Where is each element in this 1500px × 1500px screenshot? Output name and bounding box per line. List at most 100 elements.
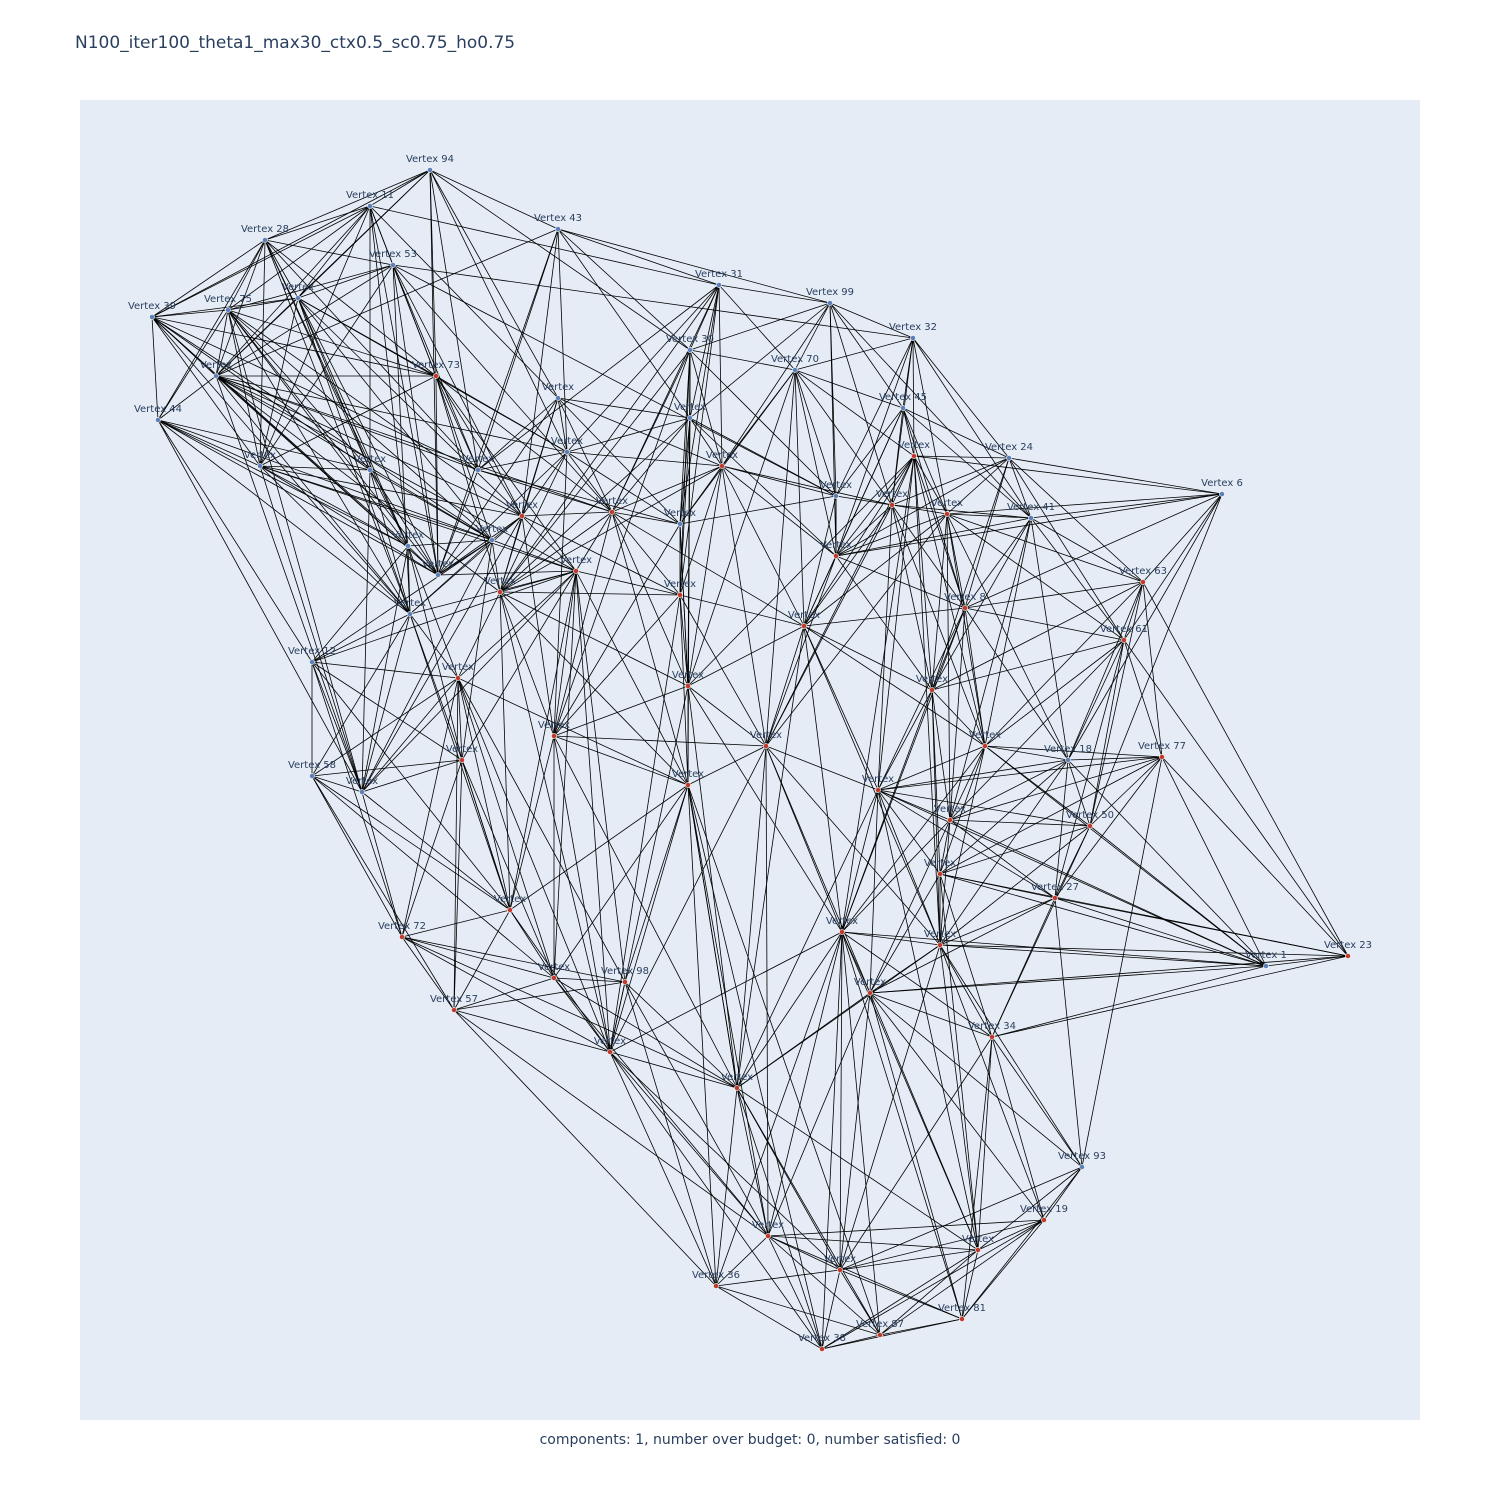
node-vS[interactable]: [685, 683, 691, 689]
node-v53[interactable]: [390, 262, 396, 268]
node-v58[interactable]: [309, 773, 315, 779]
node-vI[interactable]: [519, 513, 525, 519]
node-vK[interactable]: [719, 463, 725, 469]
edge-v99-vN: [829, 302, 837, 557]
node-v93[interactable]: [1079, 1164, 1085, 1170]
node-v38[interactable]: [819, 1346, 825, 1352]
node-vAS[interactable]: [765, 1233, 771, 1239]
node-v24[interactable]: [1006, 455, 1012, 461]
node-v28[interactable]: [262, 237, 268, 243]
node-vAC[interactable]: [937, 942, 943, 948]
node-label-vN: Vertex: [820, 540, 852, 551]
node-v8[interactable]: [962, 605, 968, 611]
node-v61[interactable]: [1121, 637, 1127, 643]
node-vAN[interactable]: [677, 521, 683, 527]
node-v99[interactable]: [827, 300, 833, 306]
node-vG[interactable]: [564, 449, 570, 455]
node-vZ[interactable]: [839, 929, 845, 935]
node-vN[interactable]: [833, 553, 839, 559]
edge-v50-vY: [877, 789, 1091, 827]
node-vL[interactable]: [677, 592, 683, 598]
node-vAI[interactable]: [475, 467, 481, 473]
node-v43[interactable]: [555, 226, 561, 232]
node-vP[interactable]: [944, 511, 950, 517]
node-vR[interactable]: [551, 733, 557, 739]
node-v36[interactable]: [713, 1283, 719, 1289]
node-vAR[interactable]: [685, 782, 691, 788]
node-v45[interactable]: [900, 405, 906, 411]
node-v1[interactable]: [1263, 963, 1269, 969]
node-v77[interactable]: [1159, 754, 1165, 760]
node-v32[interactable]: [910, 335, 916, 341]
edge-v32-vAO: [835, 337, 914, 497]
node-label-vAG: Vertex: [594, 1036, 626, 1047]
node-v81[interactable]: [959, 1316, 965, 1322]
node-v63[interactable]: [1140, 579, 1146, 585]
node-vAF[interactable]: [551, 975, 557, 981]
node-vAB[interactable]: [937, 871, 943, 877]
edge-vD-vAK: [259, 465, 371, 471]
edge-v39-vF: [151, 316, 411, 615]
node-vC[interactable]: [555, 395, 561, 401]
node-vAO[interactable]: [833, 493, 839, 499]
node-vE[interactable]: [405, 543, 411, 549]
node-v12[interactable]: [309, 659, 315, 665]
node-v41[interactable]: [1028, 515, 1034, 521]
node-vY[interactable]: [875, 787, 881, 793]
node-v23[interactable]: [1345, 953, 1351, 959]
node-vJ[interactable]: [609, 509, 615, 515]
node-vM[interactable]: [497, 589, 503, 595]
node-vW[interactable]: [982, 743, 988, 749]
node-vO[interactable]: [889, 502, 895, 508]
node-vAU[interactable]: [837, 1267, 843, 1273]
node-vAG[interactable]: [607, 1049, 613, 1055]
node-vAM[interactable]: [359, 789, 365, 795]
node-v11[interactable]: [367, 203, 373, 209]
node-vAL[interactable]: [489, 537, 495, 543]
node-vU[interactable]: [763, 743, 769, 749]
node-vAD[interactable]: [867, 990, 873, 996]
node-vV[interactable]: [929, 687, 935, 693]
node-v6[interactable]: [1219, 491, 1225, 497]
node-vF[interactable]: [407, 611, 413, 617]
node-v39[interactable]: [149, 314, 155, 320]
node-vQ[interactable]: [911, 453, 917, 459]
node-vAE[interactable]: [507, 907, 513, 913]
node-vH[interactable]: [687, 415, 693, 421]
edge-vN-vU: [765, 555, 837, 747]
node-vAP[interactable]: [573, 568, 579, 574]
node-v57[interactable]: [451, 1007, 457, 1013]
node-v44[interactable]: [155, 417, 161, 423]
node-v87[interactable]: [877, 1332, 883, 1338]
node-vAA[interactable]: [455, 675, 461, 681]
node-v75[interactable]: [225, 307, 231, 313]
edge-v32-v70: [794, 337, 914, 371]
node-v30[interactable]: [687, 347, 693, 353]
node-v31[interactable]: [716, 282, 722, 288]
node-v34[interactable]: [989, 1034, 995, 1040]
node-v94[interactable]: [427, 167, 433, 173]
node-vAQ[interactable]: [459, 757, 465, 763]
node-v50[interactable]: [1087, 823, 1093, 829]
node-v70[interactable]: [792, 367, 798, 373]
node-v98[interactable]: [622, 979, 628, 985]
node-vAK[interactable]: [367, 467, 373, 473]
edge-vR-vAE: [509, 735, 555, 911]
node-vA[interactable]: [295, 295, 301, 301]
node-vAT[interactable]: [975, 1247, 981, 1253]
edge-vT-vZ: [803, 625, 843, 933]
node-v18[interactable]: [1065, 757, 1071, 763]
node-vB[interactable]: [213, 373, 219, 379]
node-vT[interactable]: [801, 623, 807, 629]
node-v27[interactable]: [1052, 895, 1058, 901]
node-vD[interactable]: [257, 463, 263, 469]
node-vX[interactable]: [947, 817, 953, 823]
node-v72[interactable]: [399, 934, 405, 940]
node-vAH[interactable]: [734, 1085, 740, 1091]
edge-vO-vQ: [891, 455, 915, 506]
node-vAJ[interactable]: [435, 572, 441, 578]
node-v19[interactable]: [1041, 1217, 1047, 1223]
node-v73[interactable]: [433, 373, 439, 379]
